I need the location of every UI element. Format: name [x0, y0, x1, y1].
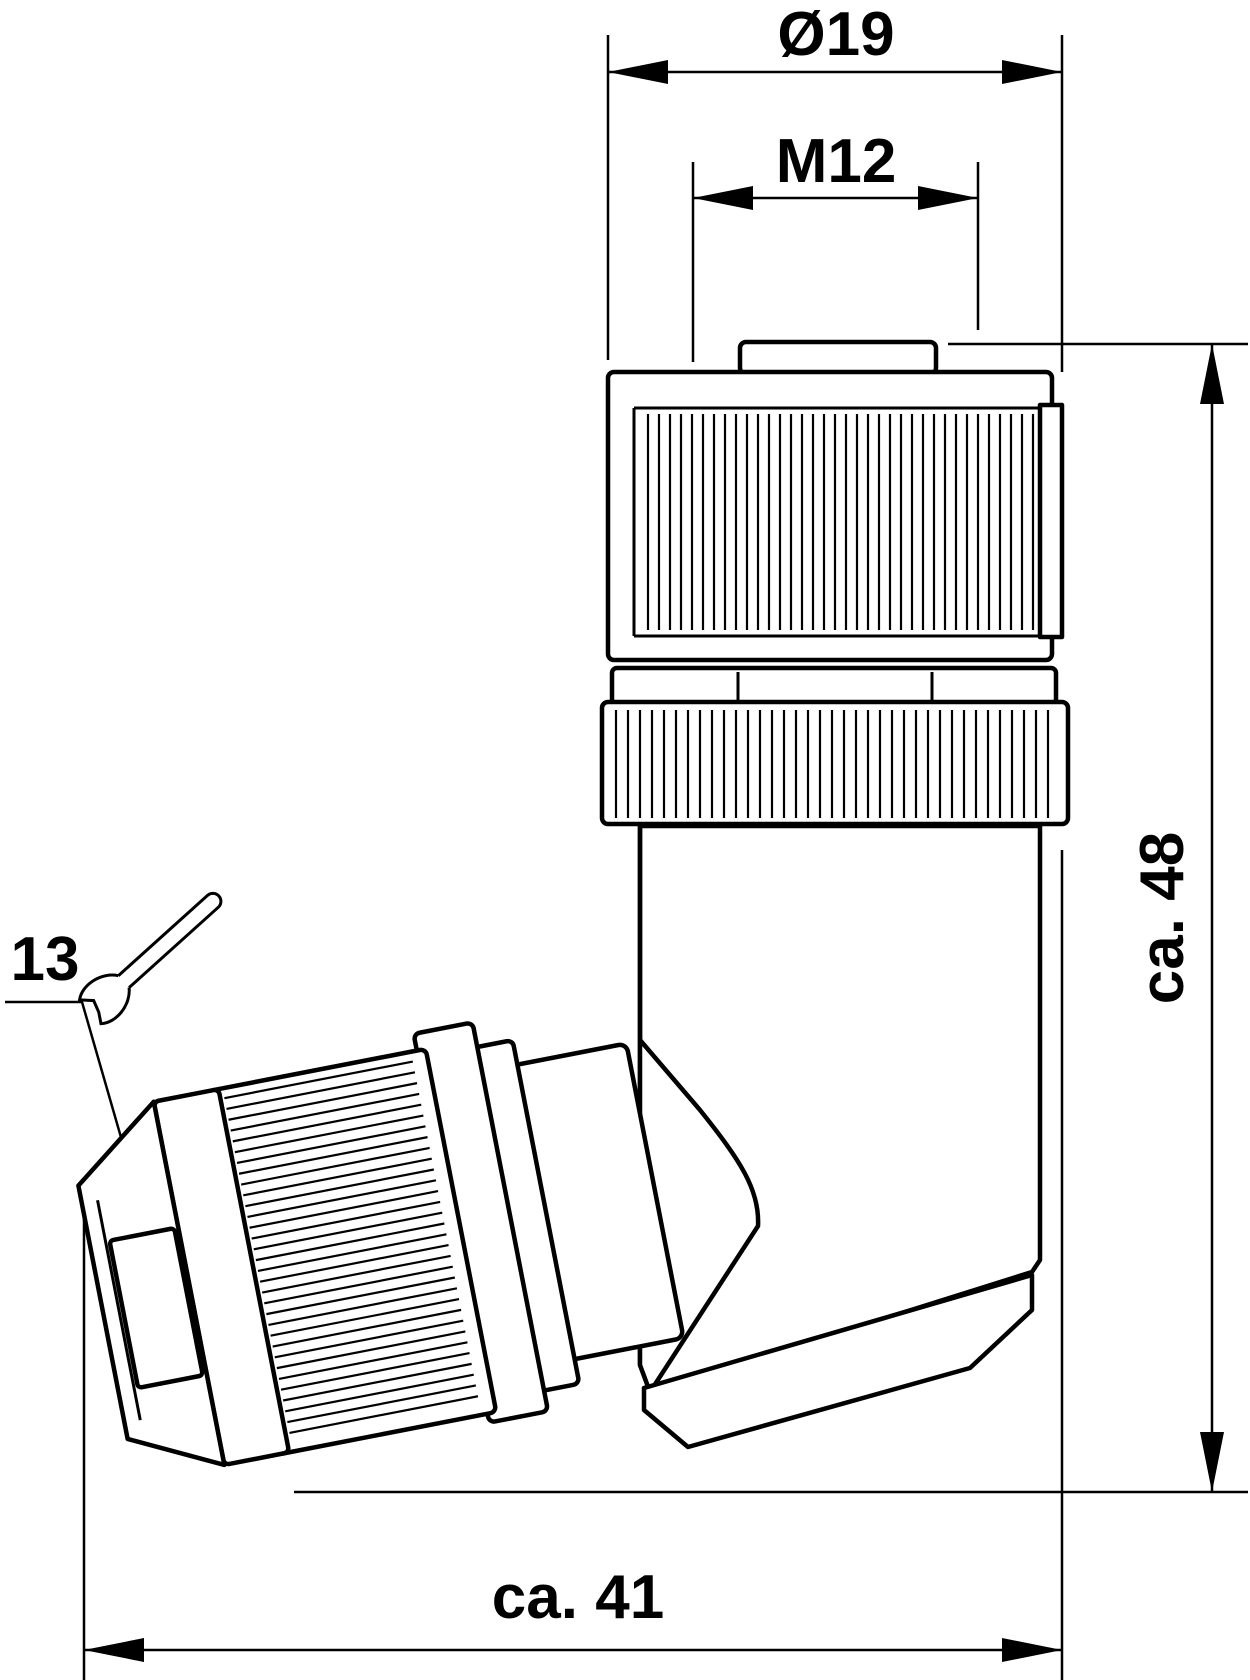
- diameter-label: Ø19: [777, 0, 894, 69]
- knurl-line: [280, 1351, 470, 1391]
- wrench-icon: [77, 891, 223, 1026]
- grip-ring: [599, 699, 1071, 827]
- thread-dimension: M12: [691, 127, 980, 362]
- diameter-dimension: Ø19: [606, 0, 1064, 372]
- connector-body: [76, 339, 1071, 1468]
- knurl-line: [270, 1298, 460, 1337]
- knurl-line: [253, 1211, 443, 1251]
- knurl-line: [240, 1146, 430, 1186]
- height-dimension: ca. 48: [294, 342, 1248, 1494]
- knurl-line: [278, 1341, 468, 1380]
- grip-ring-knurl: [614, 710, 1050, 818]
- cable-opening: [107, 1226, 205, 1390]
- knurl-line: [251, 1200, 441, 1240]
- elbow-shoulder: [637, 823, 761, 1395]
- knurl-line: [272, 1308, 462, 1348]
- knurl-line: [232, 1103, 422, 1143]
- knurl-line: [249, 1190, 439, 1229]
- knurl-line: [268, 1287, 458, 1327]
- elbow-base: [641, 1272, 1035, 1450]
- knurl-line: [230, 1092, 420, 1132]
- wrench-size-label: 13: [11, 925, 80, 994]
- gland-nut-knurl: [224, 1060, 479, 1434]
- coupling-nut-knurl: [646, 414, 1035, 630]
- knurl-line: [224, 1060, 414, 1100]
- knurl-line: [264, 1265, 453, 1305]
- knurl-line: [289, 1395, 479, 1434]
- knurl-line: [257, 1233, 447, 1273]
- knurl-line: [287, 1384, 477, 1424]
- knurl-line: [236, 1125, 426, 1165]
- knurl-line: [243, 1157, 432, 1197]
- knurl-line: [228, 1082, 418, 1121]
- knurl-line: [274, 1319, 464, 1359]
- coupling-face: [737, 339, 939, 377]
- width-label: ca. 41: [492, 1563, 664, 1632]
- knurl-line: [238, 1136, 428, 1175]
- coupling-nut: [605, 369, 1055, 663]
- knurl-line: [259, 1244, 449, 1283]
- knurl-line: [276, 1330, 466, 1370]
- knurl-line: [266, 1276, 456, 1316]
- thread-label: M12: [776, 127, 897, 196]
- width-dimension: ca. 41: [82, 850, 1064, 1680]
- knurl-line: [247, 1179, 437, 1219]
- knurl-line: [245, 1168, 435, 1208]
- knurl-line: [261, 1254, 451, 1294]
- knurl-line: [226, 1071, 416, 1111]
- cable-gland: [76, 1021, 685, 1468]
- height-label: ca. 48: [1128, 832, 1197, 1004]
- knurl-line: [285, 1373, 474, 1413]
- knurl-line: [282, 1362, 472, 1402]
- knurl-line: [255, 1222, 445, 1262]
- knurl-line: [234, 1114, 424, 1154]
